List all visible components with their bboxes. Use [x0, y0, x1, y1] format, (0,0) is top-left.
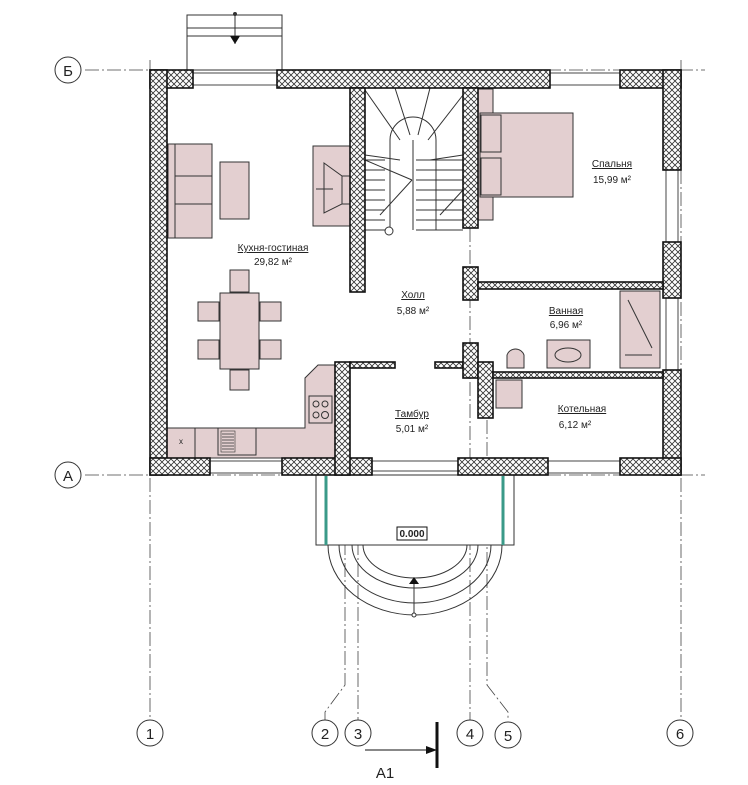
bathtub [619, 290, 661, 369]
svg-text:2: 2 [321, 726, 329, 743]
axis-marker-b: Б [54, 56, 82, 84]
axis-label: А [63, 468, 73, 485]
top-canopy [186, 12, 283, 71]
kitchen-counter [166, 364, 336, 459]
washbasin [546, 339, 591, 369]
furniture: x [166, 88, 661, 459]
staircase [364, 87, 464, 236]
svg-text:Холл: Холл [401, 290, 425, 301]
entrance-porch: 0.000 [315, 474, 515, 618]
svg-text:6,96 м²: 6,96 м² [550, 320, 583, 331]
kitchen-mark: x [179, 437, 183, 446]
axis-marker-3: 3 [344, 719, 372, 747]
room-kitchen: Кухня-гостиная 29,82 м² [238, 243, 309, 268]
room-bathroom: Ванная 6,96 м² [549, 306, 583, 331]
walls [149, 69, 682, 476]
axis-marker-1: 1 [136, 719, 164, 747]
fireplace [312, 145, 351, 227]
svg-text:5: 5 [504, 728, 512, 745]
stove [308, 395, 333, 424]
section-mark: А1 [365, 722, 439, 782]
axis-marker-2: 2 [311, 719, 339, 747]
svg-text:Котельная: Котельная [558, 404, 606, 415]
axis-label: Б [63, 63, 73, 80]
arrow-up-icon [409, 577, 419, 584]
svg-text:29,82 м²: 29,82 м² [254, 257, 293, 268]
svg-text:5,88 м²: 5,88 м² [397, 306, 430, 317]
svg-text:Ванная: Ванная [549, 306, 583, 317]
room-hall: Холл 5,88 м² [397, 290, 430, 317]
svg-text:1: 1 [146, 726, 154, 743]
svg-text:6,12 м²: 6,12 м² [559, 420, 592, 431]
room-boiler: Котельная 6,12 м² [558, 404, 606, 431]
svg-text:Кухня-гостиная: Кухня-гостиная [238, 243, 309, 254]
axis-marker-a: А [54, 461, 82, 489]
level-mark: 0.000 [399, 529, 424, 540]
svg-text:15,99 м²: 15,99 м² [593, 175, 632, 186]
sink [217, 427, 257, 456]
svg-text:4: 4 [466, 726, 474, 743]
coffee-table [219, 161, 250, 220]
svg-text:А1: А1 [376, 765, 394, 782]
svg-text:5,01 м²: 5,01 м² [396, 424, 429, 435]
windows [192, 72, 679, 474]
axis-marker-5: 5 [494, 721, 522, 749]
toilet [506, 348, 525, 369]
arrow-right-icon [426, 746, 437, 754]
svg-text:3: 3 [354, 726, 362, 743]
axis-marker-6: 6 [666, 719, 694, 747]
svg-text:6: 6 [676, 726, 684, 743]
room-bedroom: Спальня 15,99 м² [592, 159, 632, 186]
svg-text:Спальня: Спальня [592, 159, 632, 170]
room-vestibule: Тамбур 5,01 м² [395, 408, 429, 435]
axis-marker-4: 4 [456, 719, 484, 747]
svg-text:Тамбур: Тамбур [395, 408, 429, 420]
boiler-unit [495, 379, 523, 409]
dining-table [219, 292, 260, 370]
